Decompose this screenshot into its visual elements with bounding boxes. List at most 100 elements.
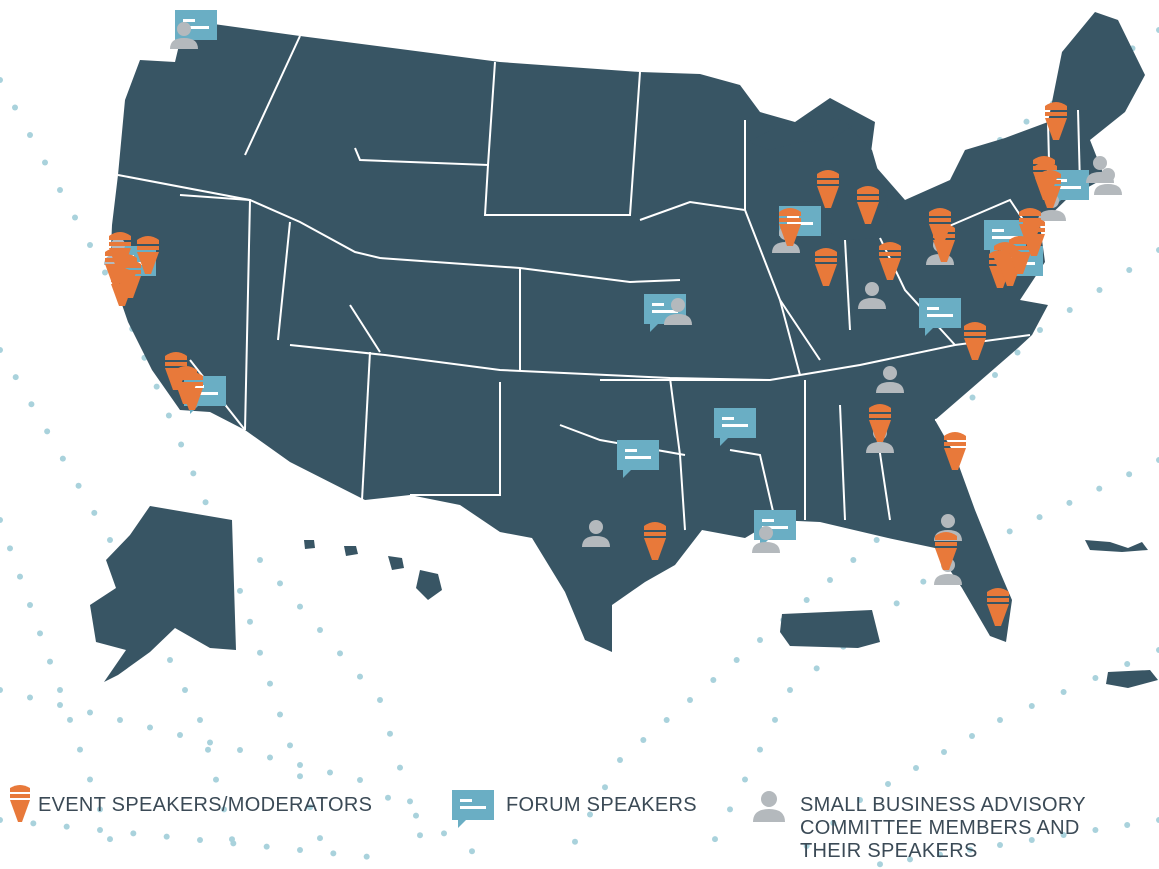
event-speaker-marker[interactable] xyxy=(964,322,986,360)
forum-speaker-marker[interactable] xyxy=(714,408,756,446)
decorative-dot xyxy=(37,630,43,637)
decorative-dot xyxy=(257,557,263,563)
decorative-dot xyxy=(363,853,370,860)
event-speaker-marker[interactable] xyxy=(857,186,879,224)
decorative-dot xyxy=(803,843,810,849)
decorative-dot xyxy=(772,716,778,723)
advisory-member-marker[interactable] xyxy=(876,366,904,393)
decorative-dot xyxy=(190,470,197,477)
event-speaker-marker[interactable] xyxy=(137,236,159,274)
legend-advisory-committee: SMALL BUSINESS ADVISORY COMMITTEE MEMBER… xyxy=(752,790,1120,863)
event-speaker-marker[interactable] xyxy=(879,242,901,280)
event-speaker-marker[interactable] xyxy=(817,170,839,208)
decorative-dot xyxy=(967,846,973,853)
decorative-dot xyxy=(177,732,183,738)
forum-speaker-marker[interactable] xyxy=(617,440,659,478)
decorative-dot xyxy=(317,627,323,633)
decorative-dot xyxy=(153,383,160,390)
decorative-dot xyxy=(97,827,103,833)
decorative-dot xyxy=(727,806,733,813)
decorative-dot xyxy=(1092,675,1099,681)
decorative-dot xyxy=(287,742,293,749)
decorative-dot xyxy=(357,673,363,680)
legend-event-speakers: EVENT SPEAKERS/MODERATORS xyxy=(8,784,372,824)
decorative-dot xyxy=(91,509,98,516)
decorative-dot xyxy=(969,394,976,401)
decorative-dot xyxy=(893,600,900,607)
event-speaker-marker[interactable] xyxy=(944,432,966,470)
decorative-dot xyxy=(1060,689,1067,695)
decorative-dot xyxy=(1023,118,1030,125)
decorative-dot xyxy=(57,702,63,708)
continental-us xyxy=(110,12,1145,652)
advisory-member-marker[interactable] xyxy=(752,526,780,553)
decorative-dot xyxy=(12,374,19,381)
advisory-member-marker[interactable] xyxy=(170,22,198,49)
event-speaker-marker[interactable] xyxy=(935,532,957,570)
decorative-dot xyxy=(1096,485,1103,492)
event-speaker-marker[interactable] xyxy=(815,248,837,286)
decorative-dot xyxy=(97,806,103,813)
event-speaker-marker[interactable] xyxy=(869,404,891,442)
decorative-dot xyxy=(850,557,857,563)
decorative-dot xyxy=(202,499,209,506)
legend-advisory-line-3: THEIR SPEAKERS xyxy=(800,840,978,862)
event-speaker-marker[interactable] xyxy=(1035,162,1057,200)
decorative-dot xyxy=(441,830,447,837)
decorative-dot xyxy=(230,840,237,847)
decorative-dot xyxy=(1028,703,1035,709)
hawaii-oahu xyxy=(344,546,358,556)
northern-islands xyxy=(1085,540,1148,552)
decorative-dot xyxy=(417,832,423,839)
decorative-dot xyxy=(587,811,593,818)
decorative-dot xyxy=(247,618,253,625)
state-borders xyxy=(117,35,1081,531)
event-speaker-marker[interactable] xyxy=(105,248,127,286)
event-speaker-marker[interactable] xyxy=(933,224,955,262)
decorative-dot xyxy=(0,687,3,693)
decorative-dot xyxy=(757,746,763,753)
decorative-dot xyxy=(857,797,863,803)
decorative-dot xyxy=(237,747,243,753)
advisory-member-marker[interactable] xyxy=(582,520,610,547)
decorative-dot xyxy=(42,159,48,166)
legend-forum-label: FORUM SPEAKERS xyxy=(506,794,697,816)
event-speaker-marker[interactable] xyxy=(175,366,197,404)
decorative-dot xyxy=(317,835,323,842)
decorative-dot xyxy=(1006,528,1013,535)
advisory-member-marker[interactable] xyxy=(664,298,692,325)
decorative-dot xyxy=(297,773,303,780)
decorative-dot xyxy=(1014,349,1021,356)
decorative-dot xyxy=(197,717,203,723)
decorative-dot xyxy=(877,861,883,868)
hawaii-big-island xyxy=(416,570,442,600)
forum-speaker-marker[interactable] xyxy=(919,298,961,336)
hawaii-maui xyxy=(388,556,404,570)
decorative-dot xyxy=(205,746,211,753)
event-speaker-marker[interactable] xyxy=(644,522,666,560)
decorative-dot xyxy=(941,749,947,755)
land-shapes xyxy=(90,12,1158,688)
decorative-dot xyxy=(267,754,273,761)
puerto-rico xyxy=(780,610,880,648)
person-icon xyxy=(753,791,785,822)
decorative-dot xyxy=(257,649,263,656)
speech-bubble-icon xyxy=(452,790,494,828)
event-speaker-marker[interactable] xyxy=(1009,236,1031,274)
event-speaker-marker[interactable] xyxy=(779,208,801,246)
decorative-dot xyxy=(221,806,227,813)
decorative-dot xyxy=(1066,307,1073,313)
decorative-dot xyxy=(1096,287,1103,293)
decorative-dot xyxy=(27,694,33,701)
decorative-dot xyxy=(920,578,927,585)
advisory-member-marker[interactable] xyxy=(1094,168,1122,195)
decorative-dot xyxy=(1060,832,1067,838)
event-speaker-marker[interactable] xyxy=(987,588,1009,626)
decorative-dot xyxy=(757,637,763,643)
decorative-dot xyxy=(130,830,137,837)
advisory-member-marker[interactable] xyxy=(858,282,886,309)
decorative-dot xyxy=(67,716,73,723)
decorative-dot xyxy=(1124,822,1131,828)
event-speaker-marker[interactable] xyxy=(1045,102,1067,140)
